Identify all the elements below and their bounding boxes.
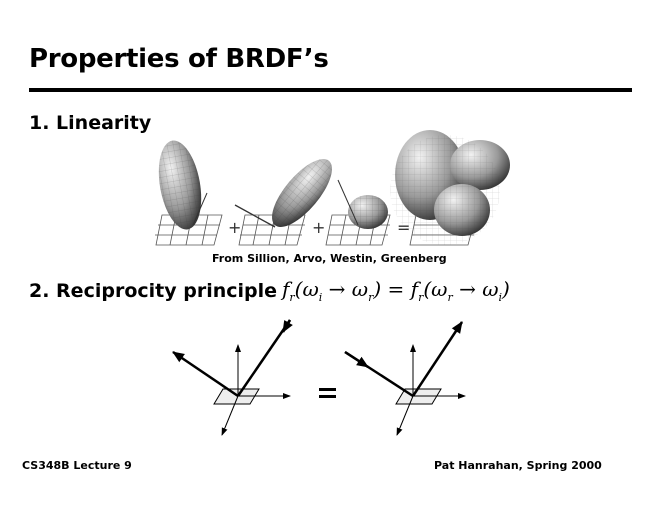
plus-sign: +	[228, 218, 241, 237]
section-linearity-heading: 1. Linearity	[29, 112, 152, 134]
lobe-retro	[348, 195, 388, 229]
equals-sign: =	[397, 218, 410, 237]
reciprocity-equation: fr(ωi → ωr) = fr(ωr → ωi)	[282, 277, 510, 304]
diagram-left	[172, 319, 293, 436]
lobe-diffuse-like	[158, 140, 202, 230]
footer-author: Pat Hanrahan, Spring 2000	[434, 459, 602, 472]
footer-course: CS348B Lecture 9	[22, 459, 132, 472]
figure-credit: From Sillion, Arvo, Westin, Greenberg	[212, 252, 447, 265]
lobe-specular	[272, 159, 332, 227]
diagram-right	[344, 321, 466, 436]
section-reciprocity-heading: 2. Reciprocity principle	[29, 280, 278, 302]
equals-sign	[319, 388, 336, 391]
plus-sign: +	[312, 218, 325, 237]
slide-title: Properties of BRDF’s	[29, 44, 329, 74]
lobe-sum	[390, 130, 510, 245]
title-divider	[29, 88, 632, 92]
